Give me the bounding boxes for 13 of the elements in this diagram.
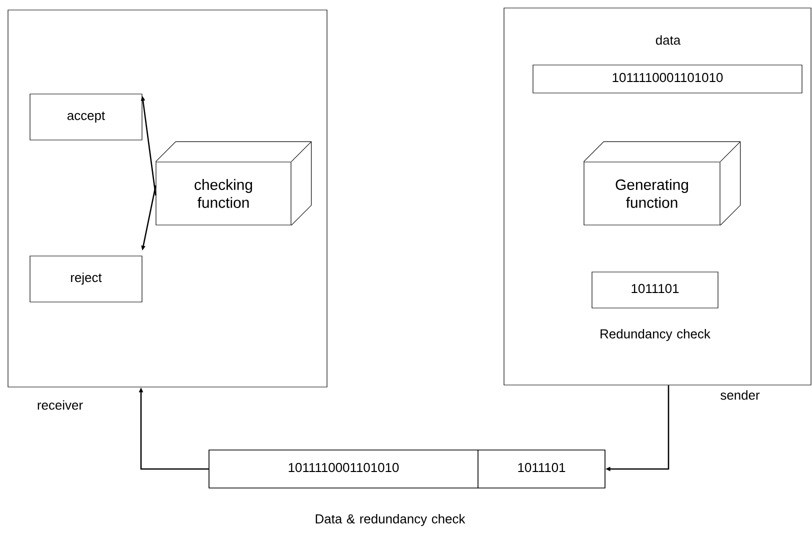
cube-box: checking function: [155, 141, 312, 226]
node-label: Redundancy check: [600, 328, 710, 342]
label-box: 1011110001101010: [532, 64, 802, 94]
node-label: sender: [720, 390, 760, 400]
cell: 1011110001101010: [208, 450, 478, 488]
label-box: reject: [30, 256, 142, 302]
label-box: accept: [30, 94, 142, 140]
node-label: receiver: [38, 400, 83, 410]
node-label: data: [656, 35, 681, 45]
cell: 1011101: [478, 450, 606, 488]
cube-box: Generating function: [583, 141, 741, 226]
node-label: Data & redundancy check: [316, 514, 466, 526]
label-box: 1011101: [592, 272, 718, 308]
